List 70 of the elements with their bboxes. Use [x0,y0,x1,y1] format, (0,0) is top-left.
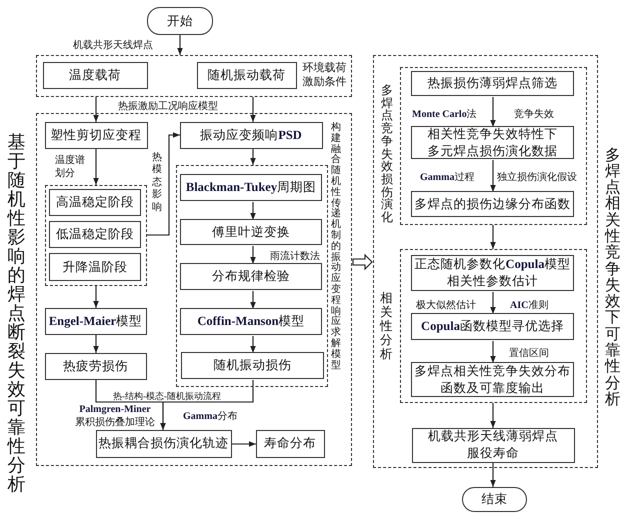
annotation-text: Palmgren-Miner 累积损伤叠加理论 [74,404,156,429]
process-box: 傅里叶逆变换 [180,219,322,245]
process-box: 热疲劳损伤 [44,352,146,380]
process-box: 机载共形天线薄弱焊点服役寿命 [412,428,574,462]
process-box: 温度载荷 [42,62,148,88]
annotation-text: 雨流计数法 [270,251,321,264]
dashed-group [44,184,146,286]
arrow [93,286,99,308]
arrow [490,403,496,428]
process-box: 分布规律检验 [180,263,322,290]
process-box: 低温稳定阶段 [49,221,141,248]
process-box: 升降温阶段 [49,253,141,281]
group-title: 环境载荷激励条件 [302,60,348,90]
annotation-text: AIC准则 [510,300,550,312]
annotation-text: Monte Carlo法 [412,109,478,122]
terminal-box: 开始 [147,7,213,35]
annotation-text: 热振激励工况响应模型 [118,101,219,114]
group-title: 相关性分析 [379,291,394,361]
arrow [490,292,496,314]
group-title: 基于随机性影响的焊点断裂失效可靠性分析 [6,132,26,494]
process-box: 热振耦合损伤演化轨迹 [96,430,232,458]
arrow [93,97,99,122]
arrow [250,149,256,165]
annotation-text: 极大似然估计 [416,300,477,312]
block-arrow [352,254,373,270]
annotation-text: Gamma分布 [183,411,238,424]
process-box: 正态随机参数化Copula模型相关性参数估计 [411,255,574,291]
process-box: 随机振动载荷 [196,62,296,88]
terminal-box: 结束 [462,487,527,512]
arrow [490,463,496,487]
process-box: Blackman-Tukey周期图 [180,174,322,201]
process-box: 塑性剪切应变程 [44,122,148,148]
arrow [160,380,254,430]
annotation-text: 置信区间 [509,348,550,360]
arrow [490,225,496,249]
arrow [250,291,256,309]
annotation-text: Gamma过程 [420,172,476,184]
arrow [250,246,256,264]
arrow [177,35,183,55]
annotation-text: 竞争失效 [514,109,555,122]
group-title: 多焊点竞争失效损伤演化 [380,84,394,224]
process-box: 振动应变频响PSD [180,122,322,148]
annotation-text: 热-结构-模态-随机振动流程 [113,391,222,402]
dashed-group [36,55,352,97]
annotation-text: 热模态影响 [151,152,163,214]
group-title: 多焊点相关性竞争失效下可靠性分析 [604,148,622,408]
annotation-text: 温度谱划分 [55,155,86,180]
arrow [490,341,496,363]
process-box: 热振损伤薄弱焊点筛选 [411,71,574,96]
arrow [93,335,99,353]
arrow [250,97,256,122]
process-box: 随机振动损伤 [181,352,324,379]
annotation-text: 独立损伤演化假设 [497,172,578,184]
arrow [232,441,256,447]
arrow [490,160,496,192]
process-box: Copula函数模型寻优选择 [411,313,574,340]
arrow [93,149,99,185]
process-box: 多焊点的损伤边缘分布函数 [411,191,574,217]
process-box: 高温稳定阶段 [49,189,141,216]
process-box: 多焊点相关性竞争失效分布函数及可靠度输出 [411,362,574,397]
arrow [250,202,256,220]
arrow [250,336,256,353]
arrow [147,132,180,236]
group-title: 构建融合随机性传递机制的振动应变程响应求解模型 [330,123,342,372]
process-box: Engel-Maier模型 [44,308,146,334]
process-box: 寿命分布 [256,430,324,458]
process-box: Coffin-Manson模型 [180,308,322,335]
annotation-text: 机载共形天线焊点 [73,40,154,52]
process-box: 相关性竞争失效特性下多元焊点损伤演化数据 [411,126,574,159]
arrow [490,97,496,127]
